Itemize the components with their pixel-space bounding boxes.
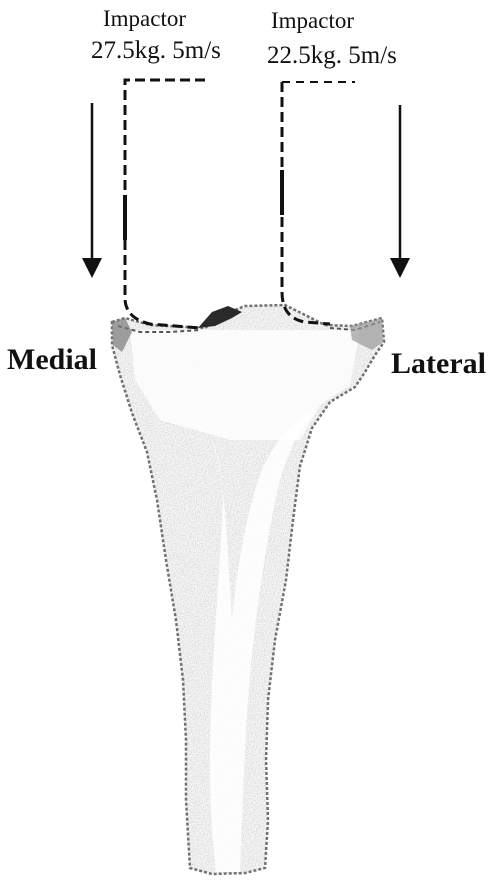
left-impactor [125, 80, 205, 328]
right-arrow [390, 105, 410, 278]
right-impactor-title: Impactor [271, 8, 354, 34]
left-impactor-spec: 27.5kg. 5m/s [91, 37, 221, 65]
tibia-bone [100, 300, 400, 880]
lateral-label: Lateral [391, 347, 486, 381]
right-impactor [282, 82, 355, 324]
left-arrow [82, 103, 102, 278]
medial-label: Medial [7, 343, 97, 377]
left-impactor-title: Impactor [103, 6, 186, 32]
right-impactor-spec: 22.5kg. 5m/s [267, 42, 397, 70]
